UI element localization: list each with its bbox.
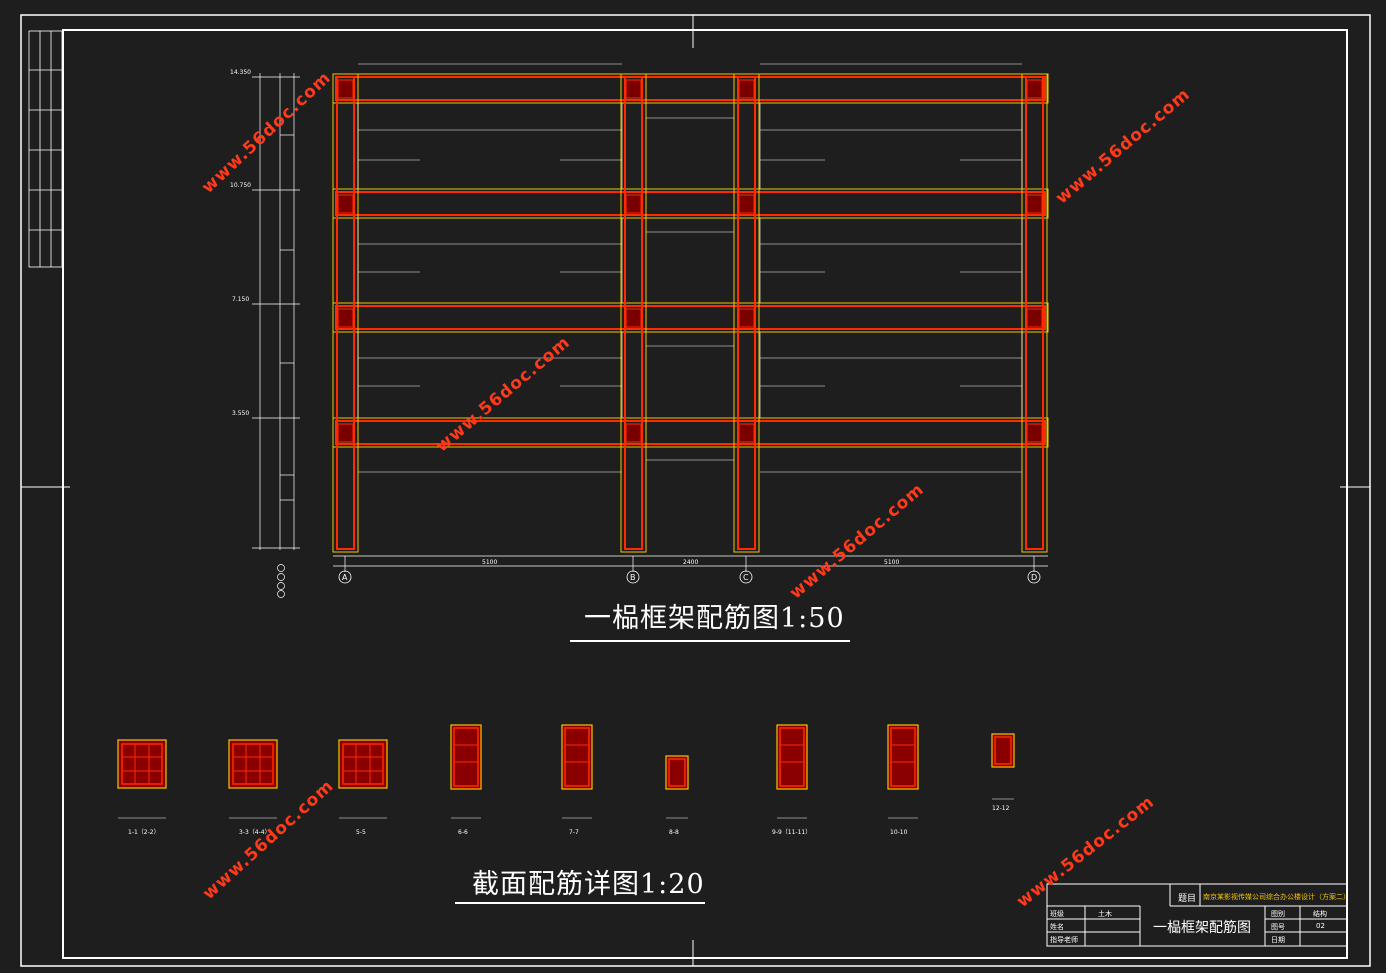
title-block-class-value: 土木 xyxy=(1098,910,1112,918)
beam-column-joints xyxy=(337,79,1043,443)
span-dimension-line xyxy=(333,555,1048,572)
section-label: 6-6 xyxy=(458,829,468,836)
axis-label-c: C xyxy=(743,573,749,582)
section-label: 5-5 xyxy=(356,829,366,836)
rebar-layout-dimensions xyxy=(357,63,1023,473)
title-block-class-label: 班级 xyxy=(1050,910,1064,918)
section-details: 1-1（2-2） 3-3（4-4） 5-5 6-6 7-7 8-8 9-9（11… xyxy=(117,724,1015,836)
sheet-outer-border xyxy=(20,14,1371,967)
section-label: 10-10 xyxy=(890,829,908,836)
section-label: 3-3（4-4） xyxy=(239,829,271,836)
svg-text:14.350: 14.350 xyxy=(230,69,251,76)
main-title-underline xyxy=(570,640,850,642)
title-block-advisor-label: 指导老师 xyxy=(1050,936,1078,944)
elevation-labels: 14.350 10.750 7.150 3.550 xyxy=(230,69,251,417)
main-drawing-title: 一榀框架配筋图1:50 xyxy=(584,603,845,634)
section-8-8 xyxy=(665,755,689,819)
section-label: 8-8 xyxy=(669,829,679,836)
axis-label-b: B xyxy=(630,573,636,582)
axis-label-a: A xyxy=(342,573,348,582)
title-block-type-label: 图别 xyxy=(1271,910,1285,918)
frame-elevation: 5100 2400 5100 A B C D xyxy=(332,63,1049,584)
section-12-12 xyxy=(991,733,1015,800)
title-block-name-label: 姓名 xyxy=(1050,923,1064,931)
title-block-topic-value: 南京某影视传媒公司综合办公楼设计（方案二） xyxy=(1203,893,1350,901)
section-3-3 xyxy=(228,739,278,819)
section-labels: 1-1（2-2） 3-3（4-4） 5-5 6-6 7-7 8-8 9-9（11… xyxy=(128,805,1010,836)
title-block-date-label: 日期 xyxy=(1271,936,1285,944)
section-9-9 xyxy=(776,724,808,819)
sheet-inner-border xyxy=(62,29,1348,959)
svg-text:5100: 5100 xyxy=(482,559,497,566)
title-block-topic-label: 题目 xyxy=(1178,894,1197,904)
section-6-6 xyxy=(450,724,482,819)
svg-text:7.150: 7.150 xyxy=(232,296,249,303)
elevation-dimension-chain xyxy=(252,73,300,598)
column-rebar-lines xyxy=(336,76,1044,550)
svg-text:10.750: 10.750 xyxy=(230,182,251,189)
binding-strip xyxy=(28,30,63,268)
section-label: 1-1（2-2） xyxy=(128,829,160,836)
section-10-10 xyxy=(887,724,919,819)
section-label: 12-12 xyxy=(992,805,1010,812)
title-block-type-value: 结构 xyxy=(1313,910,1327,918)
title-block-drawing-name: 一榀框架配筋图 xyxy=(1153,920,1251,936)
section-label: 7-7 xyxy=(569,829,579,836)
centering-marks xyxy=(21,15,1370,966)
svg-text:2400: 2400 xyxy=(683,559,698,566)
section-label: 9-9（11-11） xyxy=(772,829,811,836)
section-1-1 xyxy=(117,739,167,819)
section-5-5 xyxy=(338,739,388,819)
section-7-7 xyxy=(561,724,593,819)
title-block-number-value: 02 xyxy=(1316,922,1325,930)
axis-label-d: D xyxy=(1031,573,1037,582)
section-title-underline xyxy=(455,902,705,904)
svg-text:3.550: 3.550 xyxy=(232,410,249,417)
title-block-frame xyxy=(1046,883,1348,947)
beam-rebar-lines xyxy=(335,76,1046,445)
title-block-number-label: 图号 xyxy=(1271,923,1285,931)
section-drawing-title: 截面配筋详图1:20 xyxy=(472,869,705,900)
column-outlines xyxy=(332,73,1048,553)
svg-text:5100: 5100 xyxy=(884,559,899,566)
span-labels: 5100 2400 5100 xyxy=(482,559,899,566)
axis-bubbles: A B C D xyxy=(338,570,1041,584)
